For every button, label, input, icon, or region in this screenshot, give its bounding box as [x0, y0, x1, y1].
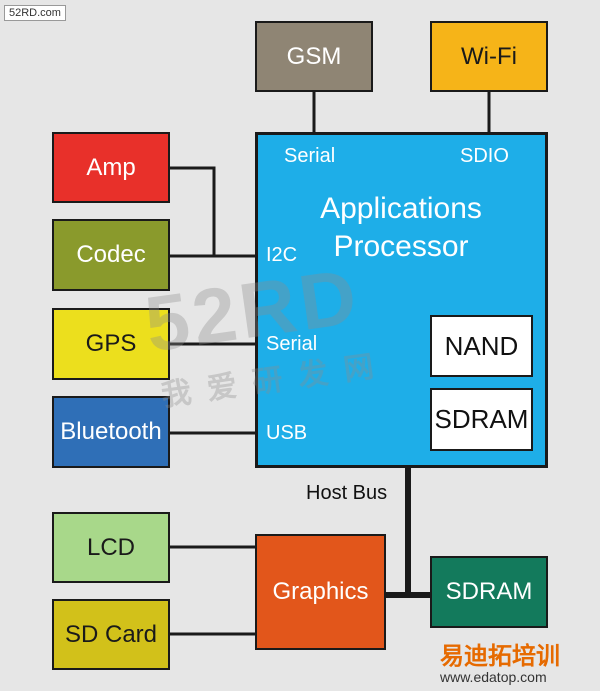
gps-block: GPS: [52, 308, 170, 380]
processor-title-line1: Applications: [320, 192, 482, 225]
sdram-external-label: SDRAM: [445, 578, 533, 605]
site-badge: 52RD.com: [4, 5, 66, 21]
codec-block: Codec: [52, 219, 170, 291]
wifi-label: Wi-Fi: [461, 42, 517, 70]
wifi-block: Wi-Fi: [430, 21, 548, 92]
sdram-external-block: SDRAM: [430, 556, 548, 628]
port-serial-left: Serial: [266, 333, 318, 355]
nand-block: NAND: [430, 315, 533, 377]
codec-label: Codec: [76, 241, 146, 268]
port-usb: USB: [266, 422, 308, 444]
gsm-block: GSM: [255, 21, 373, 92]
line-amp-i2c: [170, 166, 216, 256]
bluetooth-block: Bluetooth: [52, 396, 170, 468]
gsm-label: GSM: [286, 42, 342, 70]
port-i2c: I2C: [266, 244, 298, 266]
gps-label: GPS: [85, 330, 137, 357]
port-sdio: SDIO: [460, 145, 509, 167]
amp-label: Amp: [86, 153, 136, 181]
host-bus-label: Host Bus: [306, 482, 388, 504]
graphics-block: Graphics: [255, 534, 386, 650]
lcd-block: LCD: [52, 512, 170, 583]
sdram-internal-block: SDRAM: [430, 388, 533, 451]
port-serial-top: Serial: [284, 145, 336, 167]
bluetooth-label: Bluetooth: [60, 418, 162, 445]
lcd-label: LCD: [86, 533, 135, 561]
sdcard-label: SD Card: [64, 620, 158, 648]
processor-title: Applications Processor: [256, 190, 546, 266]
sdcard-block: SD Card: [52, 599, 170, 670]
footer-url: www.edatop.com: [440, 669, 547, 685]
graphics-label: Graphics: [272, 578, 369, 605]
amp-block: Amp: [52, 132, 170, 203]
footer-logo: 易迪拓培训: [440, 643, 560, 670]
processor-title-line2: Processor: [333, 230, 469, 263]
